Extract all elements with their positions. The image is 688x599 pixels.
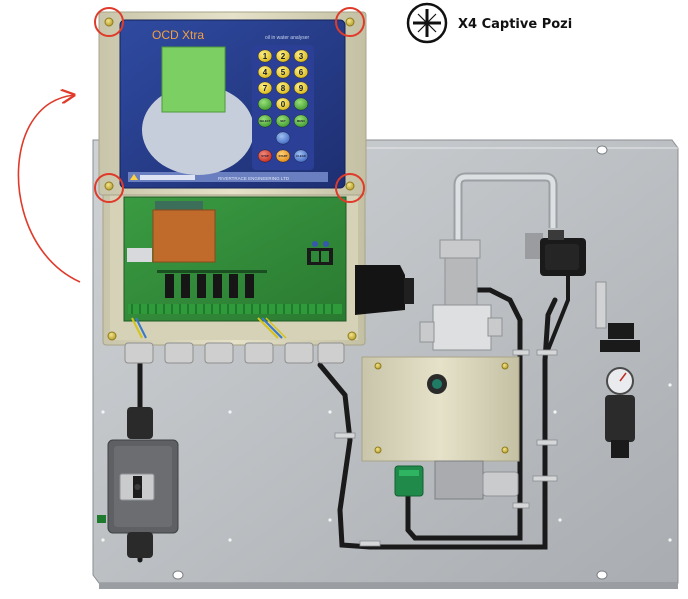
analyser-front-lid: OCD Xtra oil in water analyser RIVERTRAC…	[98, 11, 367, 196]
keypad-key-0-label: 0	[281, 100, 286, 109]
legend: X4 Captive Pozi	[406, 2, 572, 44]
keypad-key-select-label: SELECT	[259, 119, 270, 123]
keypad-key-1: 1	[257, 49, 273, 63]
tube-clips	[334, 349, 558, 547]
keypad-key-7-label: 7	[263, 84, 268, 93]
enclosure-corner-screw	[107, 331, 357, 341]
air-bypass-tube	[453, 172, 558, 240]
keypad-key-9-label: 9	[299, 84, 304, 93]
keypad-key-2: 2	[275, 49, 291, 63]
sensor-housing	[361, 356, 520, 462]
isolator-switch-box	[97, 407, 179, 558]
keypad-key-right	[293, 97, 309, 111]
measurement-cell	[419, 239, 503, 351]
panel-rivet-dots	[101, 383, 672, 542]
keypad-key-1-label: 1	[263, 52, 268, 61]
corner-screw	[345, 17, 355, 27]
keypad-key-6-label: 6	[299, 68, 304, 77]
corner-screw	[345, 181, 355, 191]
lid-corner-screws	[104, 17, 355, 191]
screw-callout-circle	[335, 173, 365, 203]
keypad-key-3: 3	[293, 49, 309, 63]
keypad-key-set-label: SET	[280, 119, 286, 123]
keypad-key-6: 6	[293, 65, 309, 79]
pozi-screw-head-icon	[406, 2, 448, 44]
green-flow-valve	[394, 465, 424, 497]
keypad-key-5-label: 5	[281, 68, 286, 77]
warning-triangle-icon	[130, 174, 138, 180]
lid-swing-arrow	[17, 95, 81, 283]
keypad-key-4: 4	[257, 65, 273, 79]
keypad-key-2-label: 2	[281, 52, 286, 61]
keypad-key-8: 8	[275, 81, 291, 95]
keypad-key-set: SET	[275, 114, 291, 128]
solenoid-valve	[525, 230, 586, 276]
keypad-key-0: 0	[275, 97, 291, 111]
keypad-key-8-label: 8	[281, 84, 286, 93]
display-window	[142, 46, 254, 175]
keypad-key-clear-label: CLEAR	[296, 154, 306, 158]
pcb-board	[123, 196, 347, 339]
keypad-key-menu: MENU	[293, 114, 309, 128]
keypad-key-down	[275, 131, 291, 145]
legend-label: X4 Captive Pozi	[458, 17, 572, 32]
cable-glands	[124, 342, 345, 364]
keypad-key-stop-label: STOP	[261, 154, 269, 158]
keypad-key-clear: CLEAR	[293, 149, 309, 163]
keypad-key-stop: STOP	[257, 149, 273, 163]
keypad-key-9: 9	[293, 81, 309, 95]
keypad-key-start-label: START	[278, 154, 287, 158]
corner-screw	[104, 181, 114, 191]
keypad-key-left	[257, 97, 273, 111]
keypad-key-7: 7	[257, 81, 273, 95]
corner-screw	[104, 17, 114, 27]
screw-callouts	[94, 7, 365, 203]
manufacturer-label: RIVERTRACE ENGINEERING LTD	[218, 176, 290, 181]
keypad-key-4-label: 4	[263, 68, 268, 77]
keypad-key-3-label: 3	[299, 52, 304, 61]
screw-callout-circle	[94, 173, 124, 203]
keypad-key-select: SELECT	[257, 114, 273, 128]
brand-title: OCD Xtra	[152, 28, 204, 42]
flow-cell-body	[434, 460, 519, 500]
brand-subtitle: oil in water analyser	[265, 35, 310, 41]
sensor-connector-block	[355, 265, 414, 315]
keypad-key-menu-label: MENU	[297, 119, 305, 123]
keypad-key-start: START	[275, 149, 291, 163]
panel-mounting-hole	[172, 145, 608, 580]
warning-strip	[140, 175, 195, 180]
keypad-key-5: 5	[275, 65, 291, 79]
air-filter-regulator	[595, 281, 640, 458]
screw-callout-circle	[335, 7, 365, 37]
screw-callout-circle	[94, 7, 124, 37]
